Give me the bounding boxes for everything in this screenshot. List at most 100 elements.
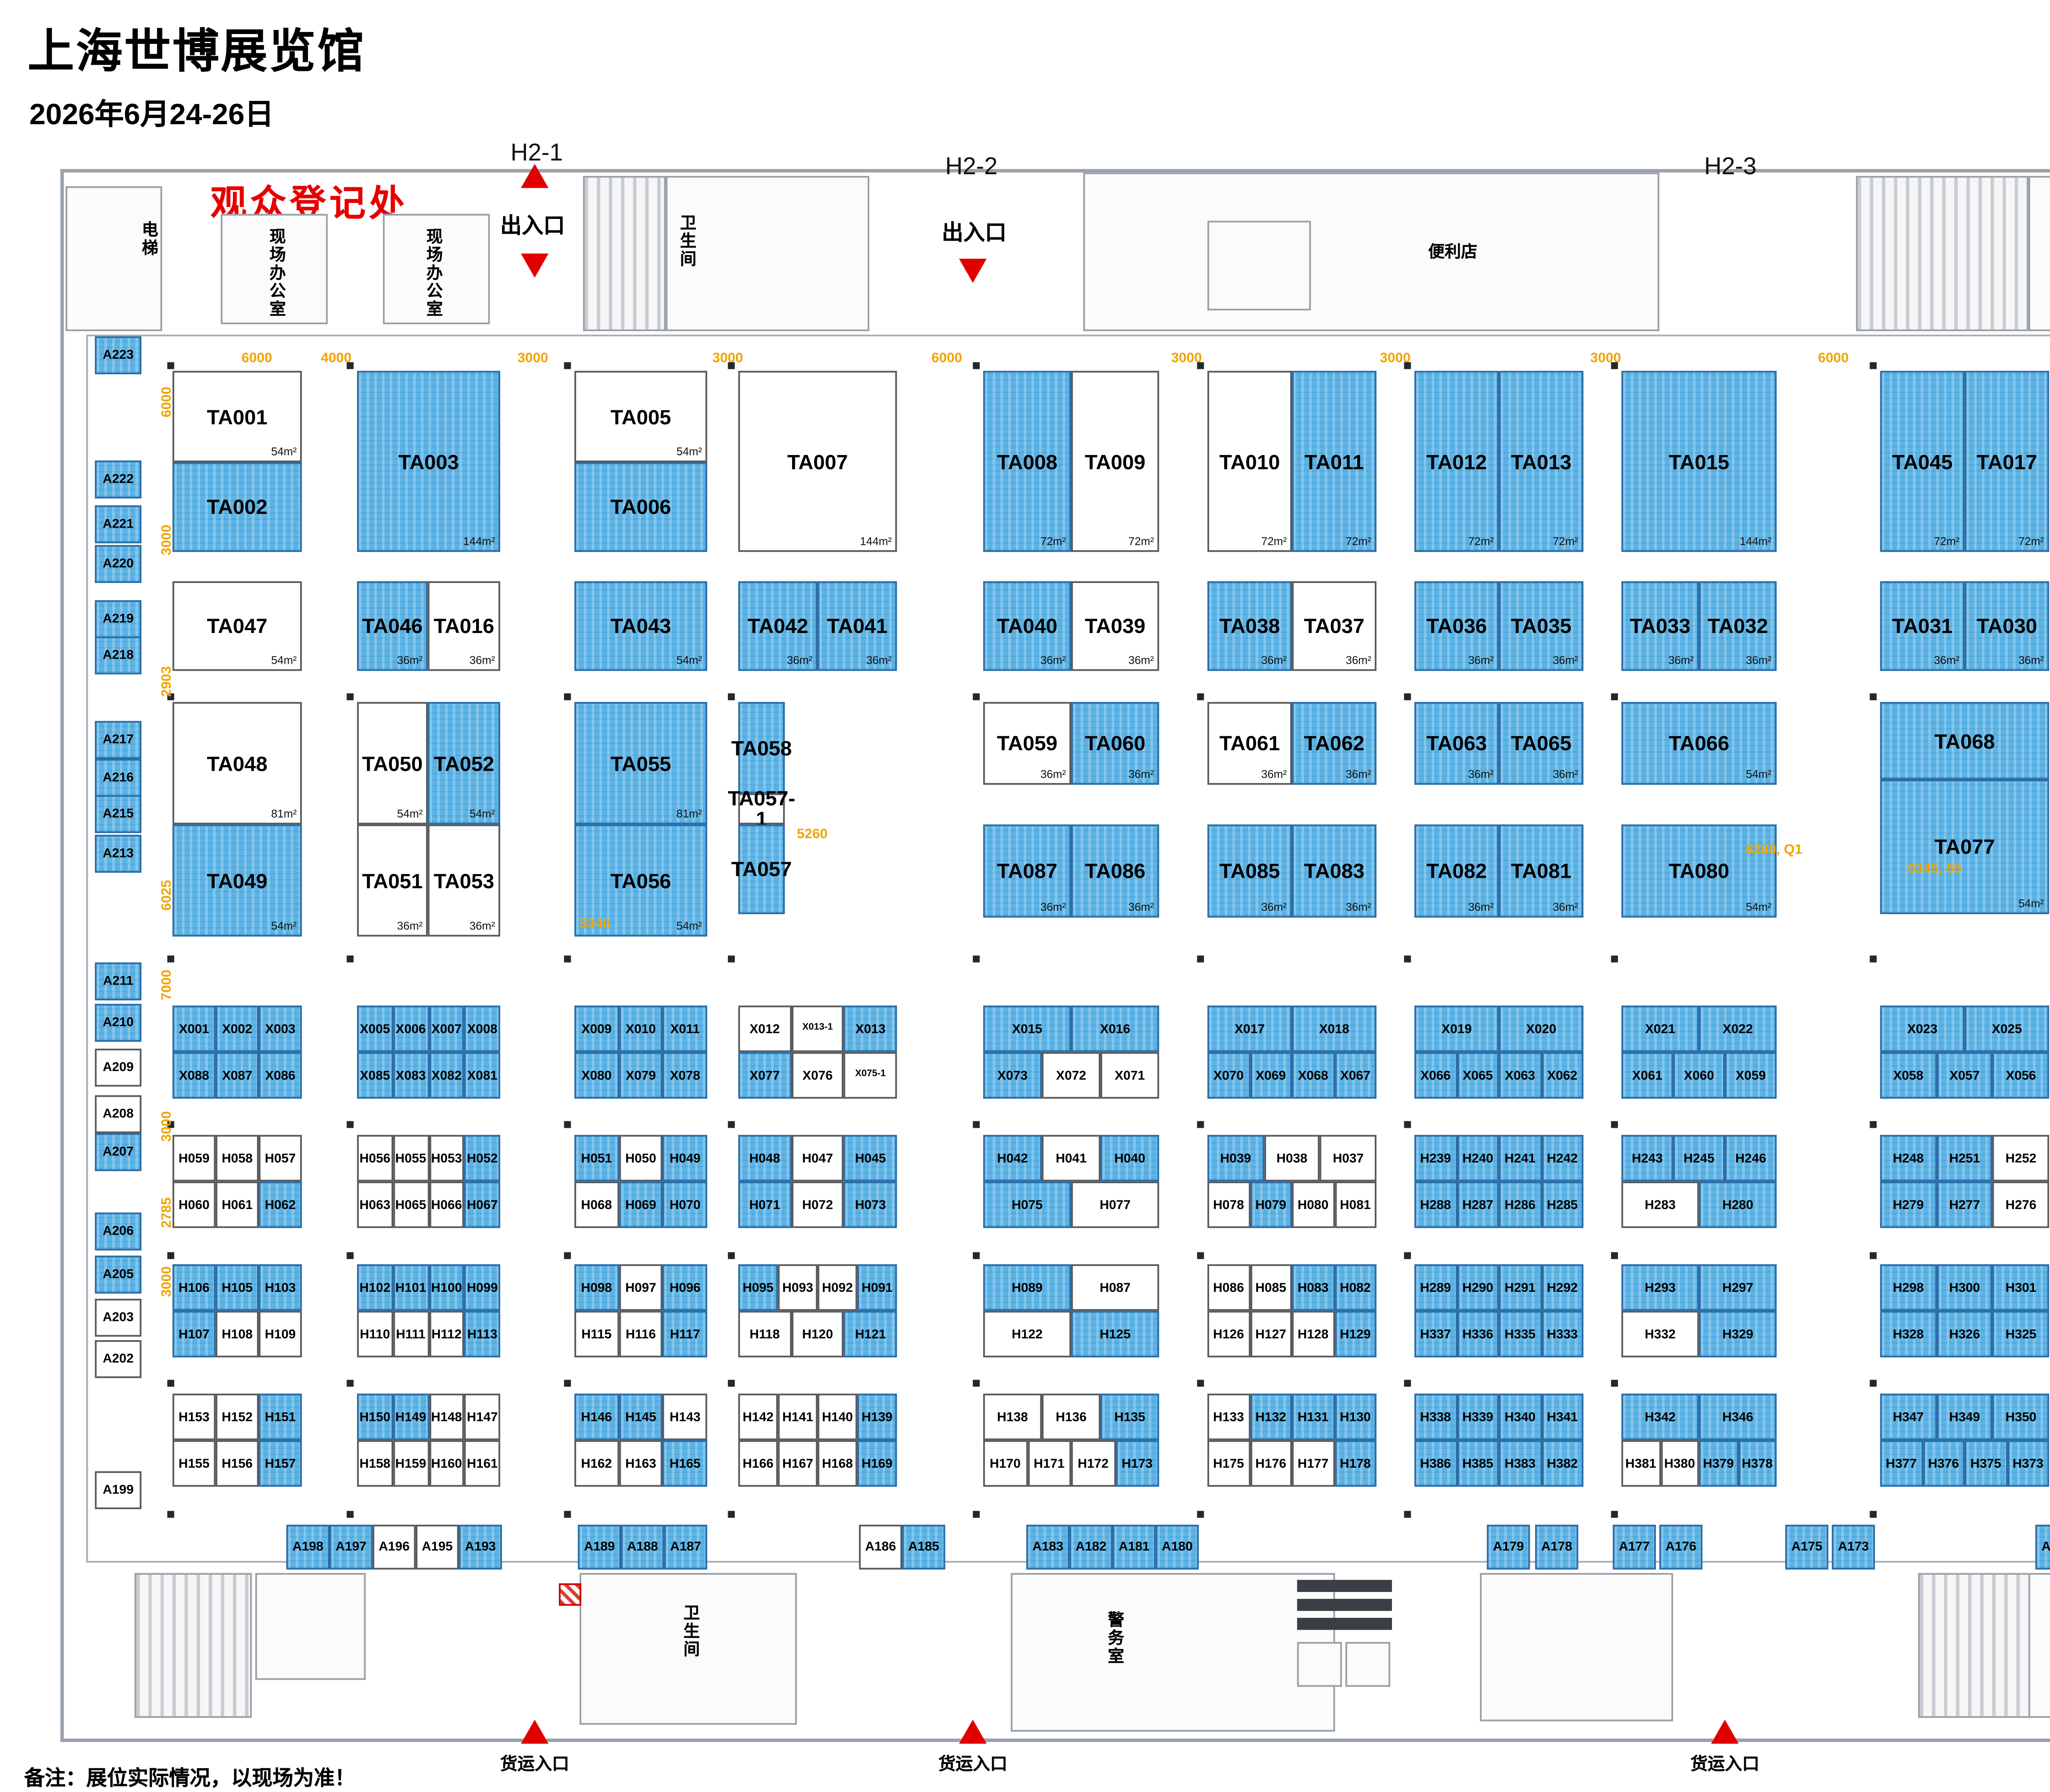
booth-id: X012 — [749, 1020, 780, 1036]
structure-block — [1345, 1642, 1390, 1687]
booth-id: X021 — [1645, 1020, 1676, 1036]
booth-X010: X010 — [618, 1005, 663, 1052]
booth-X018: X018 — [1292, 1005, 1377, 1052]
column-marker — [728, 1121, 735, 1128]
booth-id: H239 — [1420, 1150, 1451, 1166]
booth-id: X005 — [360, 1020, 390, 1036]
booth-id: H245 — [1683, 1150, 1715, 1166]
booth-id: H112 — [431, 1326, 462, 1341]
booth-A195: A195 — [415, 1524, 459, 1570]
column-marker — [973, 693, 980, 701]
booth-id: TA032 — [1707, 614, 1768, 638]
booth-A211: A211 — [95, 962, 141, 1001]
booth-X016: X016 — [1071, 1005, 1159, 1052]
booth-id: H338 — [1420, 1409, 1451, 1424]
booth-TA057: TA057 — [731, 824, 792, 914]
booth-H338: H338 — [1414, 1394, 1457, 1440]
booth-id: H333 — [1547, 1326, 1578, 1341]
booth-X012: X012 — [738, 1005, 791, 1052]
booth-id: TA013 — [1511, 449, 1572, 474]
booth-id: TA059 — [997, 731, 1058, 756]
booth-id: H087 — [1100, 1279, 1131, 1295]
booth-id: H280 — [1722, 1196, 1754, 1212]
dimension-label: 3000 — [712, 350, 743, 366]
booth-area: 54m² — [1746, 901, 1772, 913]
booth-area: 54m² — [271, 446, 297, 458]
booth-id: TA007 — [787, 449, 848, 474]
booth-id: H175 — [1213, 1455, 1244, 1471]
booth-H050: H050 — [618, 1135, 663, 1182]
booth-id: A180 — [1162, 1539, 1193, 1555]
arrow-up-icon — [521, 1719, 549, 1744]
booth-id: X063 — [1505, 1067, 1535, 1083]
booth-id: X068 — [1298, 1067, 1328, 1083]
booth-id: H041 — [1055, 1150, 1087, 1166]
booth-id: A175 — [1791, 1539, 1822, 1555]
booth-H139: H139 — [857, 1394, 897, 1440]
booth-H116: H116 — [618, 1311, 663, 1357]
structure-block — [2028, 176, 2050, 331]
column-marker — [564, 693, 571, 701]
booth-id: H335 — [1504, 1326, 1536, 1341]
booth-id: H172 — [1077, 1455, 1109, 1471]
booth-id: H382 — [1547, 1455, 1578, 1471]
booth-id: H140 — [822, 1409, 853, 1424]
booth-H086: H086 — [1207, 1264, 1250, 1311]
column-marker — [973, 1121, 980, 1128]
booth-id: TA006 — [610, 495, 671, 519]
event-date: 2026年6月24-26日 — [29, 98, 274, 131]
booth-id: H383 — [1504, 1455, 1536, 1471]
booth-X080: X080 — [574, 1052, 619, 1099]
structure-block — [1918, 1573, 2036, 1718]
booth-area: 72m² — [1934, 535, 1960, 548]
booth-id: H276 — [2005, 1196, 2036, 1212]
booth-H106: H106 — [172, 1264, 216, 1311]
column-marker — [1197, 955, 1204, 963]
booth-H385: H385 — [1456, 1440, 1499, 1487]
booth-id: TA003 — [398, 449, 459, 474]
booth-area: 36m² — [1346, 901, 1371, 913]
booth-H065: H065 — [393, 1181, 429, 1228]
dimension-label: 6025 — [159, 880, 174, 911]
booth-id: X062 — [1547, 1067, 1578, 1083]
booth-id: H109 — [264, 1326, 296, 1341]
booth-id: X016 — [1100, 1020, 1130, 1036]
booth-id: TA055 — [610, 751, 671, 776]
booth-H175: H175 — [1207, 1440, 1250, 1487]
dimension-label: 3000 — [159, 524, 174, 556]
booth-H167: H167 — [778, 1440, 818, 1487]
booth-id: H378 — [1742, 1455, 1773, 1471]
booth-TA006: TA006 — [574, 462, 707, 552]
booth-X081: X081 — [464, 1052, 501, 1099]
booth-id: X018 — [1319, 1020, 1349, 1036]
booth-H126: H126 — [1207, 1311, 1250, 1357]
booth-area: 54m² — [469, 808, 495, 820]
booth-area: 54m² — [397, 808, 423, 820]
booth-H380: H380 — [1660, 1440, 1699, 1487]
column-marker — [1197, 1511, 1204, 1518]
booth-id: A211 — [103, 973, 134, 989]
booth-id: H240 — [1462, 1150, 1494, 1166]
booth-A209: A209 — [95, 1048, 141, 1087]
booth-id: A203 — [102, 1309, 134, 1325]
booth-id: TA005 — [610, 404, 671, 429]
facility-label: 电梯 — [138, 221, 157, 257]
ramp-bars — [1297, 1618, 1392, 1630]
facility-label: 卫生间 — [679, 1604, 699, 1659]
booth-H240: H240 — [1456, 1135, 1499, 1182]
column-marker — [1404, 1511, 1411, 1518]
booth-H091: H091 — [857, 1264, 897, 1311]
booth-H099: H099 — [464, 1264, 501, 1311]
booth-id: H152 — [221, 1409, 253, 1424]
booth-id: TA043 — [610, 614, 671, 638]
booth-X025: X025 — [1964, 1005, 2049, 1052]
